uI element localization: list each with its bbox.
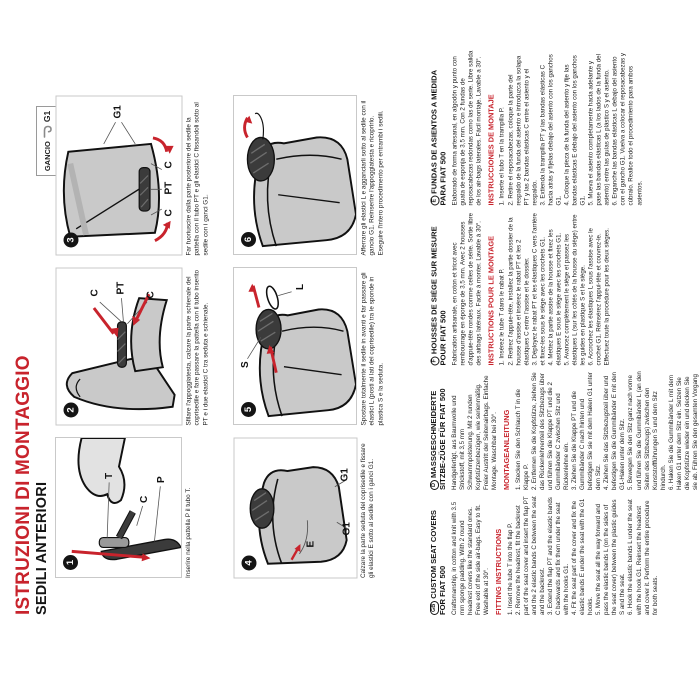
step-text: 5. Move the seat all the way forward and… xyxy=(595,499,627,615)
column-intro: Handgefertigt, aus Baumwolle und Stricks… xyxy=(450,375,499,490)
language-column-fr: FHOUSSES DE SIÈGE SUR MESURE POUR FIAT 5… xyxy=(430,210,700,365)
step-text: 3. Ziehen Sie die Klappe PT und die Gumm… xyxy=(571,372,603,490)
column-steps: 1. Inserte el tubo T en la trampilla P.2… xyxy=(498,50,643,206)
column-subheading: MONTAGEANLEITUNG xyxy=(502,409,512,490)
column-heading: GBCUSTOM SEAT COVERS FOR FIAT 500 xyxy=(430,495,448,615)
part-label-C: C xyxy=(145,290,156,298)
hook-icon xyxy=(43,125,52,138)
step-text: 4. Ziehen Sie das Sitzbezugsteil über un… xyxy=(603,372,627,490)
step-panel-1: 1 T C P xyxy=(55,437,182,578)
step-number-badge: 4 xyxy=(241,555,256,570)
column-steps: 1. Insérez le tube T dans le rabat P.2. … xyxy=(498,210,611,365)
caption-step-2: Sfilare l'appoggiatesta, calzare la part… xyxy=(185,269,209,425)
seat-rear-illustration xyxy=(243,112,356,248)
column-heading: DMASSGESCHNEIDERTE SITZBE-ZÜGE FÜR FIAT … xyxy=(430,370,448,490)
step-number-badge: 2 xyxy=(63,402,78,417)
language-column-es: EFUNDAS DE ASIENTOS A MEDIDA PARA FIAT 5… xyxy=(430,50,700,205)
part-label-C: C xyxy=(89,288,100,296)
caption-step-4: Calzare la parte seduta del coprisedile … xyxy=(360,443,376,578)
language-column-en: GBCUSTOM SEAT COVERS FOR FIAT 500 Crafts… xyxy=(430,495,700,615)
step-text: 2. Remove the headrest, fit the backrest… xyxy=(514,496,546,615)
part-label-PT: PT xyxy=(163,181,174,194)
caption-step-5: Spostare totalmente il sedile in avanti … xyxy=(360,271,384,425)
step-text: 5. Bewegen Sie den Sitz ganz nach vorne … xyxy=(627,371,667,490)
column-heading-text: FUNDAS DE ASIENTOS A MEDIDA PARA FIAT 50… xyxy=(430,69,447,205)
part-label-L: L xyxy=(295,283,306,290)
column-steps: 1. Insert the tube T into the flap P.2. … xyxy=(507,495,660,615)
column-heading: EFUNDAS DE ASIENTOS A MEDIDA PARA FIAT 5… xyxy=(430,50,448,205)
part-label-C: C xyxy=(163,208,174,216)
seat-back-illustration xyxy=(62,121,174,242)
part-label-S: S xyxy=(240,361,251,368)
column-intro: Craftsmanship, in cotton and knit with 3… xyxy=(450,501,490,615)
step-panel-2: 2 C PT C xyxy=(55,267,182,425)
part-label-G1: G1 xyxy=(339,467,350,481)
step-text: 3. Extend the flap PT and the elastic ba… xyxy=(546,497,570,615)
part-label-G1: G1 xyxy=(112,104,123,118)
step-text: 5. Mueva el asiento completamente hacia … xyxy=(587,53,611,205)
hands-illustration xyxy=(71,438,181,562)
column-heading-text: MASSGESCHNEIDERTE SITZBE-ZÜGE FÜR FIAT 5… xyxy=(430,388,447,490)
column-steps: 1. Stecken Sie den Schlauch T in die Kla… xyxy=(515,370,700,490)
column-subheading: INSTRUCTIONS POUR LE MONTAGE xyxy=(485,235,495,365)
hook-badge-box: GANCIO G1 xyxy=(36,106,58,176)
part-label-T: T xyxy=(104,472,115,479)
column-heading-text: CUSTOM SEAT COVERS FOR FIAT 500 xyxy=(430,510,447,615)
hook-badge-code: G1 xyxy=(42,110,52,123)
caption-step-6: Afferrare gli elastici L e agganciarli s… xyxy=(360,100,384,255)
step-number-badge: 1 xyxy=(63,555,78,570)
part-label-C: C xyxy=(163,160,174,168)
column-intro: Elaborado de forma artesanal, en algodón… xyxy=(450,50,482,205)
step-text: 1. Stecken Sie den Schlauch T in die Kla… xyxy=(514,389,530,490)
part-label-PT: PT xyxy=(115,281,126,294)
step-text: 3. Extienda la trampilla PT y las bandas… xyxy=(538,53,562,205)
step-number-badge: 6 xyxy=(241,232,256,247)
page-subtitle: SEDILI ANTERIORI xyxy=(33,481,50,615)
step-panel-3: 3 C PT C G1 xyxy=(55,95,182,255)
step-text: 1. Insert the tube T into the flap P. xyxy=(506,522,514,615)
part-label-P: P xyxy=(156,476,167,483)
step-number-badge: 3 xyxy=(63,232,78,247)
step-panel-4: 4 E G1 G1 xyxy=(233,437,357,578)
hook-badge-label: GANCIO xyxy=(42,141,52,172)
column-intro: Fabrication artisanale, en coton et tric… xyxy=(450,212,482,365)
step-panel-5: 5 S L xyxy=(233,267,357,425)
step-panel-6: 6 xyxy=(233,95,357,255)
step-text: 1. Insérez le tube T dans le rabat P. xyxy=(498,267,506,365)
step-text: 6. Enganche las bandas elásticas L debaj… xyxy=(611,52,643,206)
step-text: 2. Retire el reposacabezas, coloque la p… xyxy=(506,55,538,205)
step-text: 6. Haken Sie die Gummibänder L mit dem H… xyxy=(667,374,699,490)
step-text: 6. Hook the elastic bands L under the se… xyxy=(627,499,659,615)
page-title-main: ISTRUZIONI DI MONTAGGIO xyxy=(13,355,34,615)
column-subheading: INSTRUCCIONES DE MONTAJE xyxy=(485,93,495,205)
part-label-G1: G1 xyxy=(341,521,352,535)
step-text: 1. Inserte el tubo T en la trampilla P. xyxy=(498,106,506,205)
step-text: 4. Mettez la partie assise de la housse … xyxy=(546,228,562,365)
seat-cushion-illustration xyxy=(249,465,348,565)
seat-rear-illustration xyxy=(247,283,356,418)
step-text: 2. Entfernen Sie die Kopfstütze, ziehen … xyxy=(530,372,570,490)
step-number-badge: 5 xyxy=(241,402,256,417)
caption-step-3: Far fuoriuscire dalla parte posteriore d… xyxy=(185,101,209,255)
step-text: 4. Fit the seat part of the cover and fi… xyxy=(571,498,595,615)
step-text: 5. Avancez complètement le siège et pass… xyxy=(562,213,587,365)
column-heading: FHOUSSES DE SIÈGE SUR MESURE POUR FIAT 5… xyxy=(430,210,448,365)
part-label-C: C xyxy=(139,495,150,503)
step-text: 2. Retirez l'appuie-tête, installez la p… xyxy=(506,216,530,365)
step-text: 3. Déployez le rabat PT et les élastique… xyxy=(530,212,546,365)
part-label-E: E xyxy=(305,540,316,547)
seat-side-illustration xyxy=(65,293,176,410)
column-subheading: FITTING INSTRUCTIONS xyxy=(494,528,504,615)
column-heading-text: HOUSSES DE SIÈGE SUR MESURE POUR FIAT 50… xyxy=(430,225,447,365)
language-column-de: DMASSGESCHNEIDERTE SITZBE-ZÜGE FÜR FIAT … xyxy=(430,370,700,490)
step-text: 4. Coloque la pieza de la funda del asie… xyxy=(562,54,587,205)
caption-step-1: Inserire nella pattella P il tubo T. xyxy=(185,487,192,578)
step-text: 6. Accrochez les élastiques L sous l'ass… xyxy=(587,227,611,366)
